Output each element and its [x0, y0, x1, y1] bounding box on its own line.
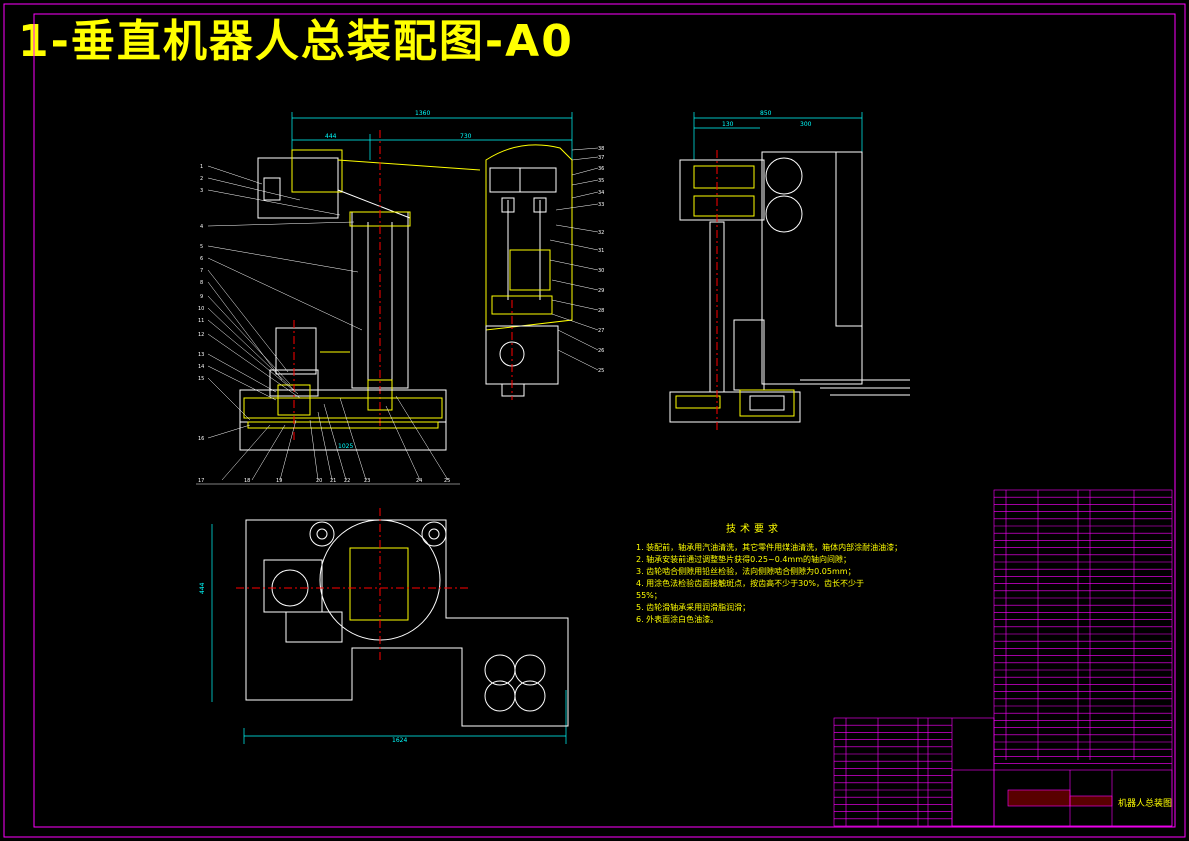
top-view: 444 1624	[199, 508, 569, 744]
dim-side-b: 300	[800, 121, 812, 128]
label-24: 24	[416, 478, 422, 484]
tech-req-heading: 技术要求	[726, 524, 782, 535]
dim-front-right: 730	[460, 133, 472, 140]
title-block	[951, 769, 1173, 827]
label-19: 19	[276, 478, 282, 484]
svg-text:33: 33	[598, 202, 604, 208]
svg-text:31: 31	[598, 248, 604, 254]
svg-text:30: 30	[598, 268, 604, 274]
label-7: 7	[200, 268, 203, 274]
label-25: 25	[444, 478, 450, 484]
side-view: 850 130 300	[669, 110, 910, 430]
svg-text:29: 29	[598, 288, 604, 294]
dim-side-overall: 850	[760, 110, 772, 117]
label-22: 22	[344, 478, 350, 484]
left-part-labels: 1 2 3 4 5 6 7 8 9 10 11 12 13 14 15 16	[198, 164, 204, 442]
label-1: 1	[200, 164, 203, 170]
dim-front-base: 1025	[338, 443, 353, 450]
tech-req-item-2: 2. 轴承安装前通过调整垫片获得0.25~0.4mm的轴向间隙；	[636, 555, 851, 564]
bill-of-materials-upper	[993, 489, 1173, 827]
svg-text:25: 25	[598, 368, 604, 374]
svg-text:35: 35	[598, 178, 604, 184]
label-14: 14	[198, 364, 204, 370]
label-16: 16	[198, 436, 204, 442]
dim-top-height: 444	[199, 582, 206, 594]
label-9: 9	[200, 294, 203, 300]
tech-req-item-3: 3. 齿轮啮合侧隙用铅丝检验，法向侧隙啮合侧隙为0.05mm；	[636, 567, 856, 576]
svg-text:28: 28	[598, 308, 604, 314]
label-2: 2	[200, 176, 203, 182]
tech-req-item-7: 6. 外表面涂白色油漆。	[636, 615, 719, 624]
label-11: 11	[198, 318, 204, 324]
inner-border	[33, 13, 1176, 828]
label-21: 21	[330, 478, 336, 484]
label-8: 8	[200, 280, 203, 286]
title-block-name: 机器人总装图	[1118, 799, 1173, 809]
front-leader-lines	[207, 147, 599, 481]
label-23: 23	[364, 478, 370, 484]
tech-req-item-4: 4. 用涂色法检验齿面接触斑点，按齿高不少于30%，齿长不少于	[636, 579, 864, 588]
dim-top-width: 1624	[392, 737, 407, 744]
front-dimension-lines	[291, 112, 573, 451]
bill-of-materials-lower	[833, 717, 995, 827]
svg-text:36: 36	[598, 166, 604, 172]
technical-requirements: 技术要求 1. 装配前，轴承用汽油清洗，其它零件用煤油清洗，箱体内部涂耐油油漆；…	[636, 524, 936, 626]
svg-text:34: 34	[598, 190, 604, 196]
label-17: 17	[198, 478, 204, 484]
front-view: 1360 444 730 1025	[207, 110, 604, 481]
dim-front-left: 444	[325, 133, 337, 140]
label-4: 4	[200, 224, 203, 230]
drawing-title: 1-垂直机器人总装配图-A0	[18, 16, 574, 67]
label-10: 10	[198, 306, 204, 312]
tech-req-item-5: 55%；	[636, 591, 662, 600]
label-18: 18	[244, 478, 250, 484]
front-right-labels: 38 37 36 35 34 33 32 31 30 29 28 27 26 25	[598, 146, 604, 374]
label-13: 13	[198, 352, 204, 358]
svg-text:38: 38	[598, 146, 604, 152]
outer-border	[3, 3, 1186, 838]
bottom-part-labels: 17 18 19 20 21 22 23 24 25	[196, 478, 460, 485]
label-12: 12	[198, 332, 204, 338]
svg-text:26: 26	[598, 348, 604, 354]
label-3: 3	[200, 188, 203, 194]
svg-text:27: 27	[598, 328, 604, 334]
label-20: 20	[316, 478, 322, 484]
svg-text:37: 37	[598, 155, 604, 161]
label-6: 6	[200, 256, 203, 262]
dim-side-a: 130	[722, 121, 734, 128]
label-5: 5	[200, 244, 203, 250]
tech-req-item-6: 5. 齿轮滑轴承采用润滑脂润滑；	[636, 603, 751, 612]
label-15: 15	[198, 376, 204, 382]
svg-text:32: 32	[598, 230, 604, 236]
tech-req-item-1: 1. 装配前，轴承用汽油清洗，其它零件用煤油清洗，箱体内部涂耐油油漆；	[636, 543, 903, 552]
dim-front-overall: 1360	[415, 110, 430, 117]
